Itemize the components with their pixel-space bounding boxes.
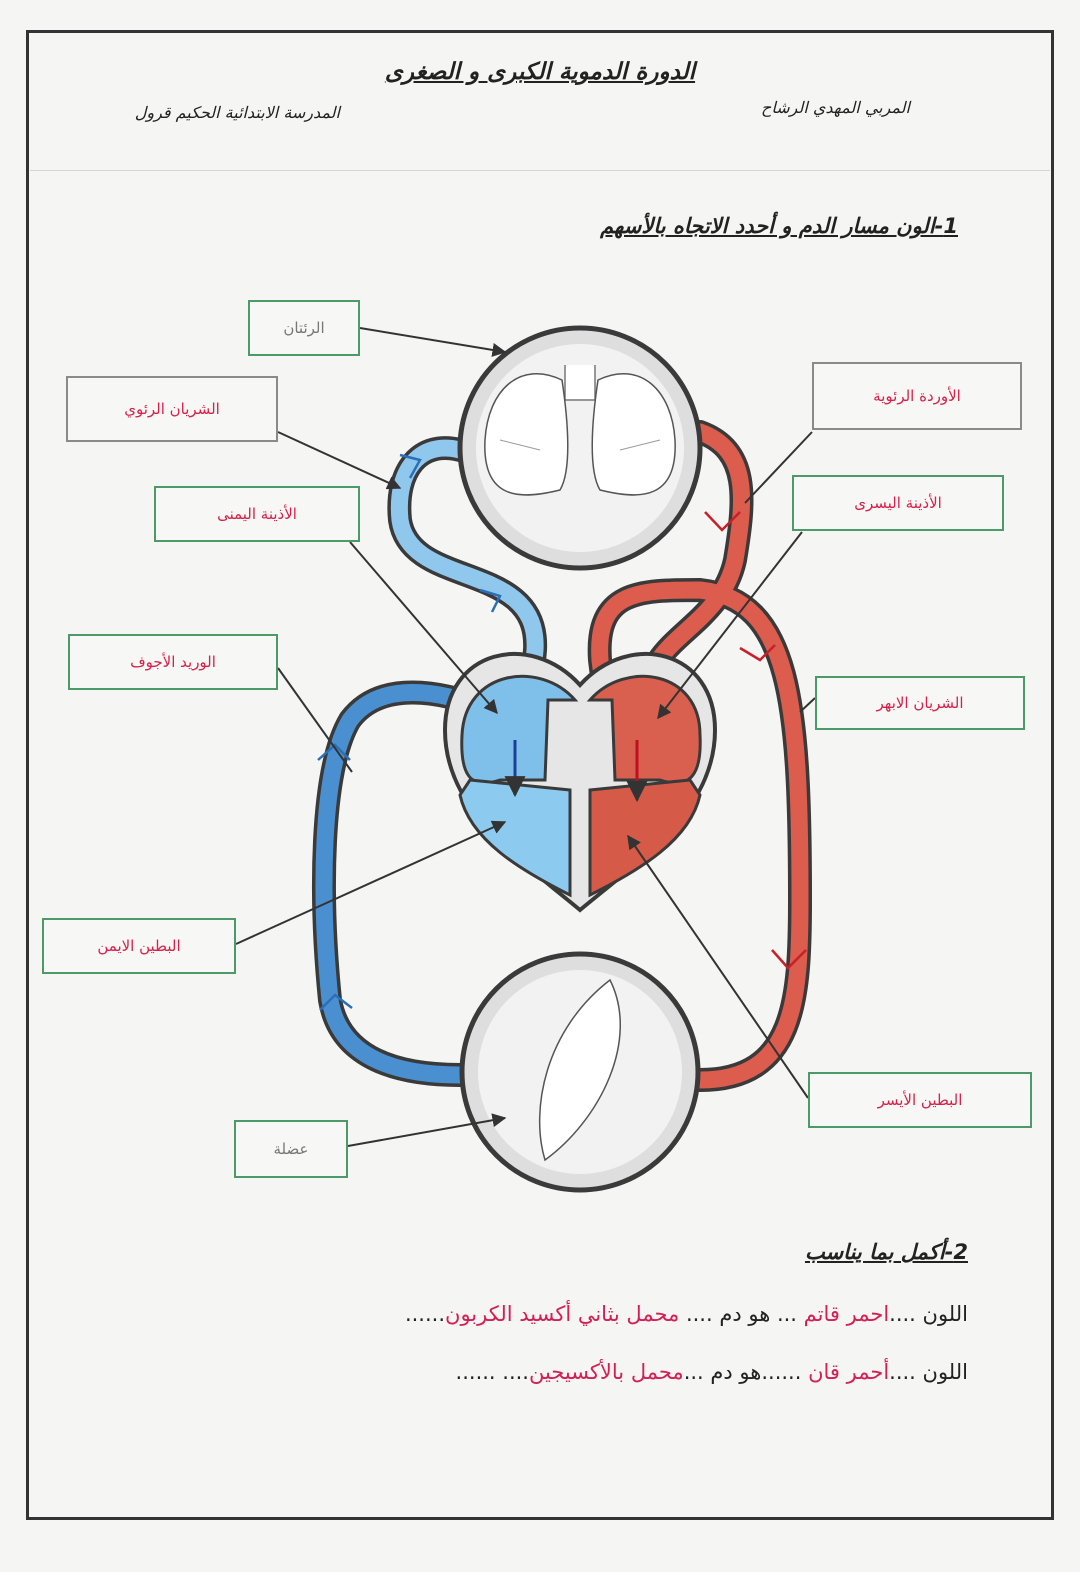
answer-line-1: اللون ....احمر قاتم ... هو دم .... محمل … — [240, 1302, 968, 1326]
direction-arrows-red — [704, 511, 807, 970]
question-1-title: 1-الون مسار الدم و أحدد الاتجاه بالأسهم — [600, 214, 958, 238]
label-lungs: الرئتان — [248, 300, 360, 356]
page-border — [26, 30, 1054, 1520]
label-pulmonary-artery: الشريان الرئوي — [66, 376, 278, 442]
line2-prefix: اللون .... — [889, 1360, 968, 1384]
right-ventricle-chamber — [458, 778, 572, 898]
line2-middle: ......هو دم ... — [683, 1360, 809, 1384]
teacher-name: المربي المهدي الرشاح — [761, 98, 910, 117]
line2-answer-color: أحمر قان — [808, 1360, 890, 1384]
muscle-circle — [459, 951, 701, 1193]
label-right-atrium: الأذينة اليمنى — [154, 486, 360, 542]
line1-answer-blood: محمل بثاني أكسيد الكربون — [445, 1302, 680, 1326]
label-left-atrium: الأذينة اليسرى — [792, 475, 1004, 531]
label-pulmonary-veins: الأوردة الرئوية — [812, 362, 1022, 430]
label-vena-cava: الوريد الأجوف — [68, 634, 278, 690]
left-ventricle-chamber — [588, 778, 702, 898]
line1-answer-color: احمر قاتم — [803, 1302, 890, 1326]
heart — [442, 651, 718, 913]
page-title: الدورة الدموية الكبرى و الصغرى — [384, 58, 696, 85]
line2-answer-blood: محمل بالأكسيجين — [528, 1360, 684, 1384]
line1-prefix: اللون .... — [889, 1302, 968, 1326]
lungs-circle — [457, 325, 703, 571]
school-name: المدرسة الابتدائية الحكيم قرول — [134, 103, 340, 122]
answer-line-2: اللون ....أحمر قان ......هو دم ...محمل ب… — [240, 1360, 968, 1384]
label-left-ventricle: البطين الأيسر — [808, 1072, 1032, 1128]
label-pointers — [235, 327, 816, 1147]
question-2-title: 2-أكمل بما يناسب — [804, 1240, 968, 1264]
line1-suffix: ...... — [404, 1302, 446, 1326]
header-divider — [30, 170, 1050, 171]
label-aorta: الشريان الابهر — [815, 676, 1025, 730]
direction-arrows-blue — [317, 453, 502, 1011]
line2-suffix: .... ...... — [455, 1360, 529, 1384]
label-right-ventricle: البطين الايمن — [42, 918, 236, 974]
label-muscle: عضلة — [234, 1120, 348, 1178]
line1-middle: ... هو دم .... — [679, 1302, 804, 1326]
